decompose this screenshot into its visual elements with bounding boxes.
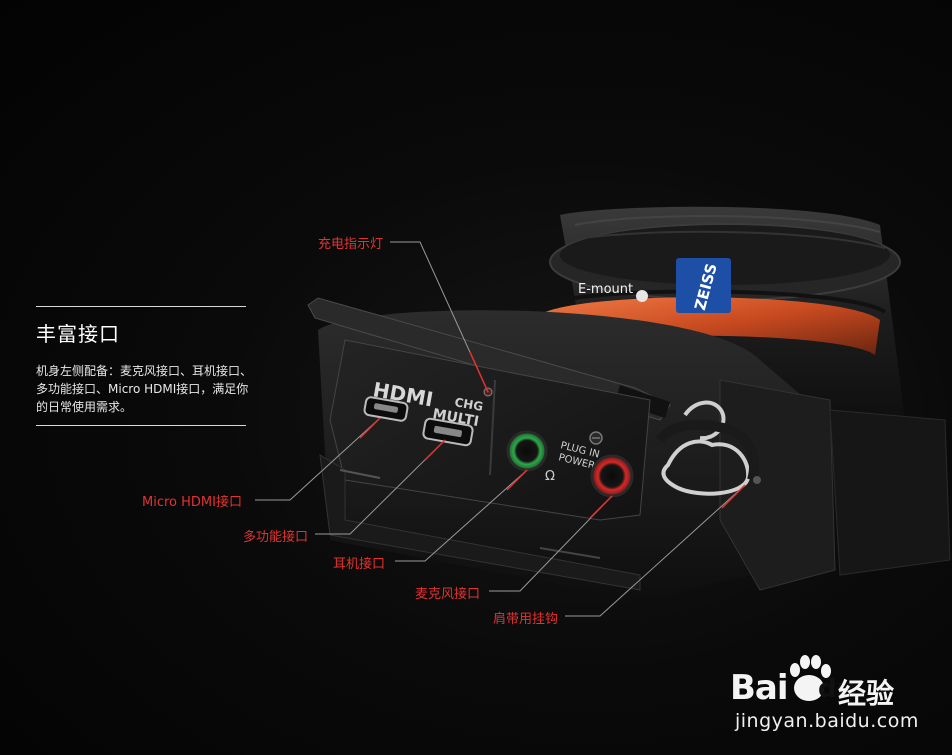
strap-lug xyxy=(683,400,726,441)
line-charge-light xyxy=(390,241,489,393)
callout-micro-hdmi: Micro HDMI接口 xyxy=(142,495,242,510)
line-headphone xyxy=(395,469,528,562)
watermark-logo-du: du xyxy=(818,674,856,704)
watermark-logo-bai: Bai xyxy=(730,668,789,708)
microphone-jack xyxy=(590,454,634,498)
line-multi-port xyxy=(315,439,446,535)
mount-dot xyxy=(636,290,648,302)
watermark-logo-jingyan: 经验 xyxy=(838,677,895,710)
mount-label: E-mount xyxy=(578,282,633,297)
watermark-url: jingyan.baidu.com xyxy=(735,710,919,732)
panel-title: 丰富接口 xyxy=(36,322,120,346)
line-strap-hook xyxy=(565,484,746,617)
svg-text:Ω: Ω xyxy=(545,469,555,484)
panel-divider-top xyxy=(36,306,246,307)
lens-mount-ring xyxy=(535,297,880,355)
callout-headphone: 耳机接口 xyxy=(333,557,386,572)
headphone-jack xyxy=(506,430,548,472)
callout-charge-light: 充电指示灯 xyxy=(318,237,384,252)
zeiss-badge xyxy=(676,258,731,313)
panel-divider-bottom xyxy=(36,425,246,426)
callout-lines xyxy=(255,241,746,617)
panel-description: 机身左侧配备：麦克风接口、耳机接口、多功能接口、Micro HDMI接口，满足你… xyxy=(36,364,253,414)
line-micro-hdmi xyxy=(255,417,381,501)
callout-microphone: 麦克风接口 xyxy=(415,587,481,602)
paw-icon xyxy=(790,655,831,701)
callout-multi-port: 多功能接口 xyxy=(243,530,309,545)
svg-text:CHG: CHG xyxy=(453,395,484,414)
callout-strap-hook: 肩带用挂钩 xyxy=(493,612,559,627)
line-microphone xyxy=(489,495,613,592)
